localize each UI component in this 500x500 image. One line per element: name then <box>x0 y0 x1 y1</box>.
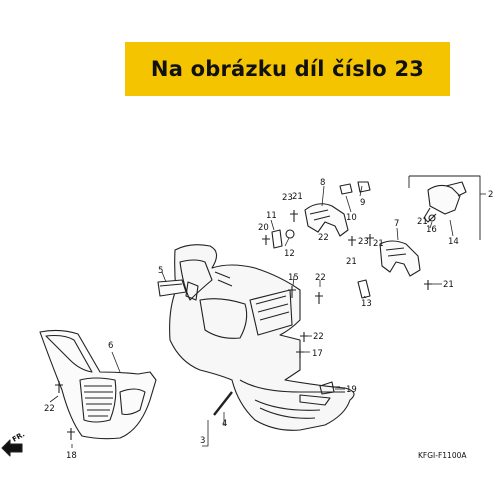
callout-22-a: 22 <box>315 273 326 283</box>
callout-21-c: 21 <box>373 239 384 249</box>
callout-23-b: 23 <box>358 237 369 247</box>
callout-21-d: 21 <box>417 217 428 227</box>
grommet-part-12 <box>285 229 295 239</box>
bolt-part-19 <box>319 381 335 395</box>
grommet-part-16 <box>428 214 436 222</box>
kick-plate-part-6 <box>39 329 157 440</box>
callout-17: 17 <box>312 349 323 359</box>
key-switch-part-2 <box>427 184 461 215</box>
callout-10: 10 <box>346 213 357 223</box>
callout-7: 7 <box>394 219 399 229</box>
callout-3: 3 <box>200 436 205 446</box>
callout-13: 13 <box>361 299 372 309</box>
callout-11: 11 <box>266 211 277 221</box>
figure-code: KFGI-F1100A <box>418 451 467 460</box>
callout-14: 14 <box>448 237 459 247</box>
callout-16: 16 <box>426 225 437 235</box>
callout-12: 12 <box>284 249 295 259</box>
callout-4: 4 <box>222 419 227 429</box>
callout-22-d: 22 <box>318 233 329 243</box>
callout-15: 15 <box>288 273 299 283</box>
callout-9: 9 <box>360 198 365 208</box>
callout-23-a: 23 <box>282 193 293 203</box>
callout-6: 6 <box>108 341 113 351</box>
banner-text: Na obrázku díl číslo 23 <box>150 57 425 81</box>
front-direction-label: FR. <box>11 430 26 443</box>
callout-21-b: 21 <box>346 257 357 267</box>
callout-21-a: 21 <box>292 192 303 202</box>
front-direction-arrow <box>1 439 23 457</box>
nut-part-9 <box>357 181 371 193</box>
clip-part-13 <box>357 279 371 299</box>
callout-19: 19 <box>346 385 357 395</box>
leader-lines <box>49 185 486 448</box>
callout-18: 18 <box>66 451 77 461</box>
switch-assembly-box <box>408 175 481 240</box>
callout-20: 20 <box>258 223 269 233</box>
callout-22-c: 22 <box>44 404 55 414</box>
screws <box>55 210 432 440</box>
inner-cover-part-3 <box>169 244 355 431</box>
callout-5: 5 <box>158 266 163 276</box>
callout-22-b: 22 <box>313 332 324 342</box>
clip-part-11 <box>271 229 283 249</box>
bracket-part-8 <box>304 203 349 237</box>
callout-21-e: 21 <box>443 280 454 290</box>
callout-2: 2 <box>488 190 493 200</box>
rod-part-4 <box>213 391 233 416</box>
bracket-part-7 <box>379 240 421 277</box>
callout-labels: 2 3 4 5 6 7 8 9 10 11 12 13 14 15 16 17 … <box>44 178 493 461</box>
callout-8: 8 <box>320 178 325 188</box>
clip-part-10 <box>339 183 353 195</box>
part-number-banner: Na obrázku díl číslo 23 <box>125 42 450 96</box>
